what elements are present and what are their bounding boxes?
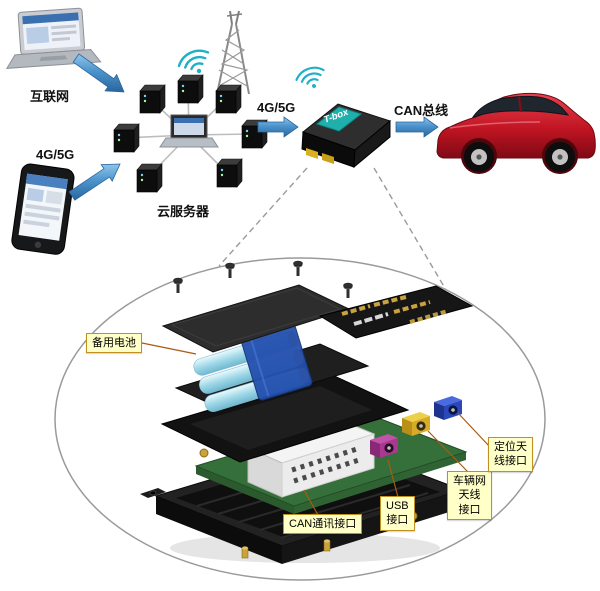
vehicle-antenna-connector: [402, 412, 430, 436]
server-box: [215, 84, 242, 114]
server-box: [139, 84, 166, 114]
callout-lines: [141, 342, 491, 516]
tbox-label-plate: [315, 106, 363, 132]
laptop-graphic: [5, 7, 102, 69]
server-box: [113, 123, 140, 153]
dashed-line-right: [373, 167, 450, 296]
cell-tower-icon: [216, 10, 250, 95]
server-to-tbox-arrow: [257, 116, 299, 138]
internet-to-server-arrow: [72, 53, 125, 93]
tbox-connector-stripe: [306, 148, 318, 159]
callout-line-gps-antenna: [457, 412, 491, 448]
tbox-connector-stripe: [322, 153, 334, 164]
dashed-line-left: [218, 167, 308, 267]
main-pcb-top: [318, 285, 474, 339]
car-graphic: [436, 92, 596, 174]
backup-battery: [174, 323, 370, 412]
wifi-icon: [293, 62, 330, 94]
callout-line-battery: [141, 342, 197, 355]
usb-connector: [370, 434, 398, 458]
vehicle-antenna-callout: 车辆网 天线 接口: [447, 471, 492, 520]
server-tbox-link-label: 4G/5G: [257, 100, 296, 115]
tbox-device: T-box: [301, 103, 392, 169]
tbox-car-link-label: CAN总线: [394, 103, 449, 118]
server-box: [216, 158, 243, 188]
positioning-antenna-callout: 定位天 线接口: [488, 437, 533, 472]
gps-antenna-connector: [434, 396, 462, 420]
tbox-to-car-arrow: [395, 116, 439, 138]
mid-frame-recess: [190, 386, 372, 450]
internet-label: 互联网: [30, 89, 70, 104]
server-center-laptop: [159, 114, 219, 148]
cloud-server-cluster: [113, 74, 268, 193]
phone-to-server-arrow: [68, 163, 121, 201]
callout-line-usb: [387, 459, 399, 498]
server-box: [177, 74, 204, 104]
cloud-server-label: 云服务器: [157, 204, 210, 219]
can-interface-callout: CAN通讯接口: [283, 514, 363, 535]
magnifier-lines: [218, 167, 450, 296]
wifi-icon: [174, 44, 216, 81]
backup-battery-callout: 备用电池: [86, 333, 142, 354]
phone-network-label: 4G/5G: [36, 147, 75, 162]
usb-interface-callout: USB 接口: [380, 496, 415, 531]
exploded-view: [140, 260, 491, 564]
server-box: [136, 163, 163, 193]
pcb-screw: [199, 448, 209, 458]
arrows: [68, 53, 439, 201]
smartphone-graphic: [11, 163, 75, 255]
callout-line-vehicle-antenna: [427, 430, 469, 473]
callout-line-can: [303, 489, 319, 516]
